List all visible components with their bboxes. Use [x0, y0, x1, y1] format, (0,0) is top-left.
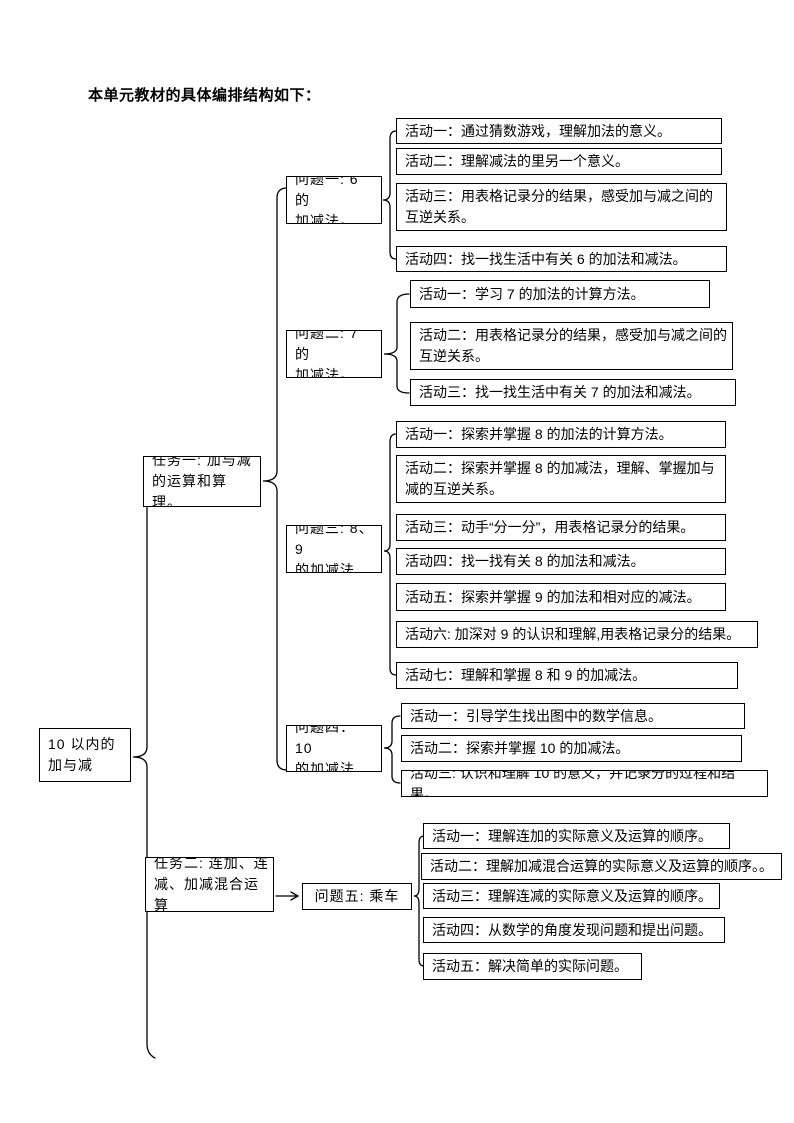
problem-node-3: 问题三: 8、9 的加减法 — [286, 525, 382, 573]
page-title: 本单元教材的具体编排结构如下： — [88, 87, 321, 104]
task-node-1: 任务一: 加与减 的运算和算理。 — [143, 456, 261, 507]
activity-node: 活动一：理解连加的实际意义及运算的顺序。 — [423, 823, 730, 849]
problem-node-1: 问题一: 6 的 加减法。 — [286, 176, 382, 224]
activity-node: 活动二：理解加减混合运算的实际意义及运算的顺序。。 — [421, 853, 782, 880]
activity-node: 活动三：用表格记录分的结果，感受加与减之间的 互逆关系。 — [396, 183, 727, 231]
brace-root-to-tasks — [132, 459, 158, 1059]
brace-problem4-to-activities — [383, 715, 401, 784]
activity-node: 活动一：通过猜数游戏，理解加法的意义。 — [396, 118, 722, 144]
activity-node: 活动四：找一找生活中有关 6 的加法和减法。 — [396, 246, 727, 272]
brace-problem2-to-activities — [383, 293, 410, 394]
activity-node: 活动四：从数学的角度发现问题和提出问题。 — [423, 917, 725, 943]
activity-node: 活动三：动手“分一分”，用表格记录分的结果。 — [396, 514, 726, 541]
activity-node: 活动二：理解减法的里另一个意义。 — [396, 148, 722, 175]
activity-node: 活动一：学习 7 的加法的计算方法。 — [410, 280, 710, 308]
activity-node: 活动一：探索并掌握 8 的加法的计算方法。 — [396, 421, 726, 448]
problem-node-4: 问题四： 10 的加减法 — [286, 725, 382, 772]
activity-node: 活动七：理解和掌握 8 和 9 的加减法。 — [396, 662, 738, 689]
activity-node: 活动二：探索并掌握 8 的加减法，理解、掌握加与 减的互逆关系。 — [396, 455, 726, 503]
activity-node: 活动一：引导学生找出图中的数学信息。 — [401, 703, 745, 729]
activity-node: 活动五：解决简单的实际问题。 — [423, 953, 642, 980]
task-node-2: 任务二: 连加、连 减、加减混合运算 — [145, 857, 274, 912]
activity-node: 活动二：探索并掌握 10 的加减法。 — [401, 735, 742, 762]
arrow-task2-to-problem5 — [275, 891, 300, 901]
brace-problem5-to-activities — [413, 835, 425, 967]
root-node: 10 以内的 加与减 — [39, 728, 131, 782]
activity-node: 活动三：找一找生活中有关 7 的加法和减法。 — [410, 379, 736, 406]
activity-node: 活动三: 认识和理解 10 的意义，并记录分的过程和结果。 — [401, 770, 768, 797]
activity-node: 活动六: 加深对 9 的认识和理解,用表格记录分的结果。 — [396, 621, 758, 648]
activity-node: 活动四：找一找有关 8 的加法和减法。 — [396, 548, 726, 575]
problem-node-5: 问题五: 乘车 — [302, 883, 412, 910]
problem-node-2: 问题二: 7 的 加减法。 — [286, 330, 382, 378]
brace-problem1-to-activities — [382, 130, 397, 260]
activity-node: 活动二：用表格记录分的结果，感受加与减之间的 互逆关系。 — [410, 322, 733, 370]
brace-problem3-to-activities — [383, 433, 397, 676]
activity-node: 活动五：探索并掌握 9 的加法和相对应的减法。 — [396, 583, 726, 611]
activity-node: 活动三：理解连减的实际意义及运算的顺序。 — [423, 883, 720, 909]
brace-task1-to-problems — [262, 187, 288, 771]
